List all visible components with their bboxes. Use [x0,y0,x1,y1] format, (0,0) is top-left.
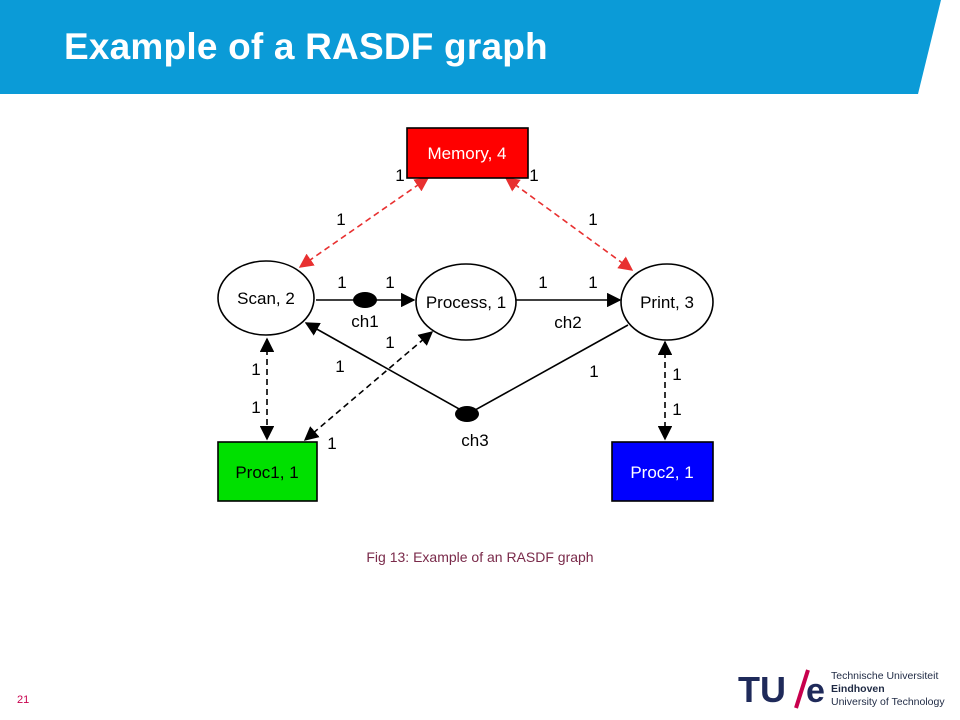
proc2-label: Proc2, 1 [630,463,693,482]
ch1-label: ch1 [351,312,378,331]
scan-node: Scan, 2 [217,260,315,336]
rate-label: 1 [529,166,538,185]
memory-label: Memory, 4 [427,144,506,163]
figure-caption: Fig 13: Example of an RASDF graph [366,549,594,565]
proc1-label: Proc1, 1 [235,463,298,482]
rate-label: 1 [672,365,681,384]
logo-line-2: Eindhoven [831,683,885,695]
logo-line-3: University of Technology [831,696,945,708]
rate-label: 1 [335,357,344,376]
tue-logo: TU e Technische Universiteit Eindhoven U… [736,664,956,712]
ch2-label: ch2 [554,313,581,332]
tue-logo-mark: TU e [738,669,825,710]
ch1-token [353,292,377,308]
proc2-node: Proc2, 1 [611,441,714,502]
memory-print-edge [504,177,634,271]
rate-label: 1 [395,166,404,185]
ch3-token [455,406,479,422]
process-proc1-edge [303,331,434,441]
scan-label: Scan, 2 [237,289,295,308]
rate-label: 1 [588,210,597,229]
process-label: Process, 1 [426,293,506,312]
rasdf-graph-diagram: Memory, 4 Scan, 2 Process, 1 Print, 3 Pr… [217,127,714,502]
rate-label: 1 [327,434,336,453]
rate-label: 1 [337,273,346,292]
rate-label: 1 [385,333,394,352]
logo-tu: TU [738,669,786,710]
rate-label: 1 [385,273,394,292]
rate-label: 1 [672,400,681,419]
memory-node: Memory, 4 [406,127,529,179]
print-label: Print, 3 [640,293,694,312]
slide-title: Example of a RASDF graph [64,26,548,67]
rate-label: 1 [336,210,345,229]
header-band [0,0,941,94]
memory-scan-edge [298,177,430,268]
print-node: Print, 3 [620,263,714,341]
rate-label: 1 [251,360,260,379]
process-node: Process, 1 [415,263,517,341]
logo-line-1: Technische Universiteit [831,670,939,682]
proc1-node: Proc1, 1 [217,441,318,502]
logo-e: e [806,672,825,710]
ch3-label: ch3 [461,431,488,450]
rate-label: 1 [589,362,598,381]
page-number: 21 [17,694,30,706]
rate-label: 1 [538,273,547,292]
rate-label: 1 [588,273,597,292]
rate-label: 1 [251,398,260,417]
